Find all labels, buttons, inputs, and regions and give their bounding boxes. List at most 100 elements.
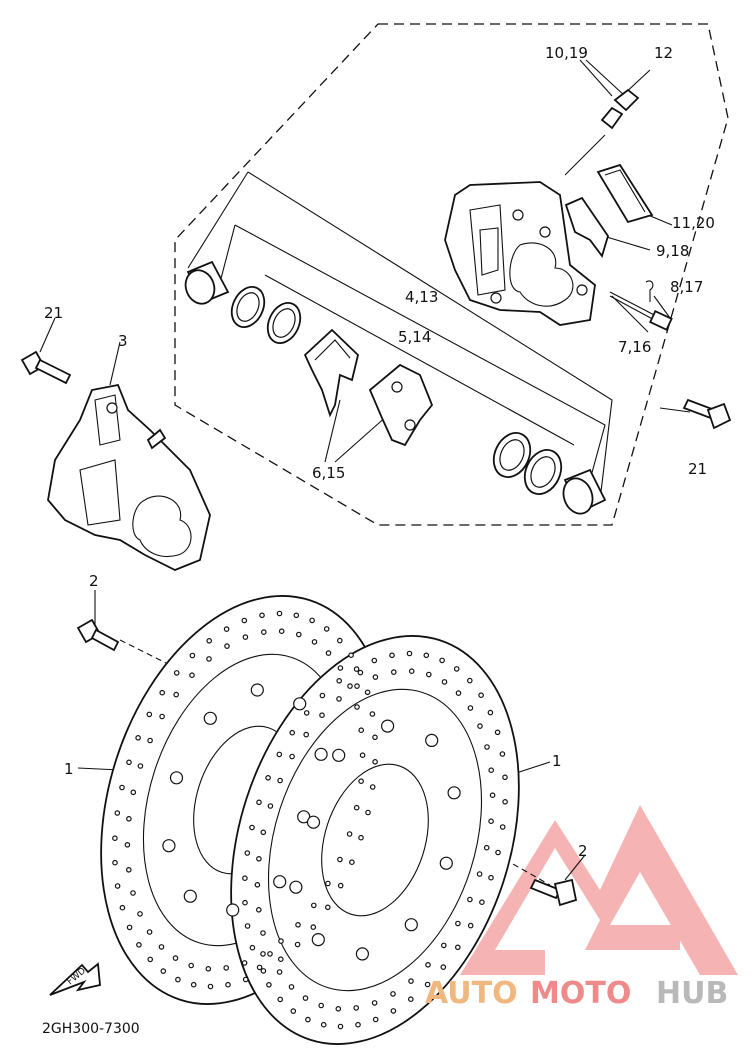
drill-hole <box>260 629 267 635</box>
drill-hole <box>126 866 132 873</box>
drill-hole <box>255 906 262 913</box>
drill-hole <box>273 875 287 889</box>
drill-hole <box>242 875 248 882</box>
drill-hole <box>276 610 283 617</box>
drill-hole <box>319 712 325 719</box>
seal-lower-1 <box>492 432 532 478</box>
drill-hole <box>277 777 283 784</box>
drill-hole <box>260 951 266 957</box>
callout-12: 12 <box>654 44 673 62</box>
drill-hole <box>372 734 378 741</box>
drill-hole <box>159 713 165 720</box>
drill-hole <box>478 692 484 699</box>
drill-hole <box>425 961 431 968</box>
drill-hole <box>365 809 371 816</box>
drill-hole <box>189 652 196 659</box>
drill-hole <box>335 1005 342 1012</box>
drill-hole <box>404 918 418 932</box>
drill-hole <box>226 903 240 917</box>
pad-spring-9-18 <box>564 196 609 258</box>
drill-hole <box>289 753 295 760</box>
drill-hole <box>203 711 217 725</box>
drill-hole <box>337 665 344 671</box>
caliper-assembly-right <box>444 181 596 326</box>
bleed-screw <box>600 88 640 130</box>
drill-hole <box>289 729 296 736</box>
drill-hole <box>302 995 309 1001</box>
drill-hole <box>162 839 176 853</box>
kit-boundary <box>174 23 729 526</box>
drill-hole <box>311 932 325 947</box>
drill-hole <box>495 849 501 856</box>
bolt-21-right <box>682 398 732 430</box>
drill-hole <box>349 859 355 866</box>
caliper-3-left <box>47 383 211 571</box>
drill-hole <box>242 899 248 906</box>
drill-hole <box>372 1016 379 1023</box>
drill-hole <box>311 639 318 645</box>
drill-hole <box>224 643 230 649</box>
drill-hole <box>353 666 360 672</box>
drill-hole <box>173 670 180 676</box>
drill-hole <box>241 617 248 624</box>
drill-hole <box>173 691 180 698</box>
drill-hole <box>137 763 144 769</box>
drill-hole <box>425 671 432 678</box>
drill-hole <box>130 789 137 796</box>
drill-hole <box>188 962 195 969</box>
brake-disc-right <box>230 635 520 1045</box>
drill-hole <box>259 612 265 619</box>
drill-hole <box>425 733 439 748</box>
piston-4-13-lower <box>562 468 607 515</box>
drill-hole <box>294 941 301 948</box>
drill-hole <box>346 831 353 837</box>
watermark-hub: HUB <box>656 976 728 1011</box>
drill-hole <box>119 904 126 911</box>
drill-hole <box>256 964 263 971</box>
drill-hole <box>354 704 360 710</box>
drill-hole <box>408 668 415 675</box>
watermark-moto: MOTO <box>530 976 631 1011</box>
drill-hole <box>244 923 251 929</box>
clip-8-17 <box>645 280 654 302</box>
drill-hole <box>303 731 310 738</box>
drill-hole <box>183 889 197 903</box>
drill-hole <box>114 883 121 889</box>
drill-hole <box>205 965 212 972</box>
callout-10-19: 10,19 <box>545 44 588 62</box>
drill-hole <box>242 976 249 983</box>
drill-hole <box>206 656 212 662</box>
drill-hole <box>249 944 256 951</box>
drill-hole <box>249 824 255 831</box>
drill-hole <box>488 767 495 774</box>
drill-hole <box>358 778 364 785</box>
drill-hole <box>189 672 195 679</box>
bolt-21-left <box>20 350 72 385</box>
drill-hole <box>372 758 378 765</box>
drill-hole <box>358 834 364 841</box>
drill-hole <box>453 666 460 672</box>
drill-hole <box>369 711 376 717</box>
drill-hole <box>440 942 447 949</box>
callout-4-13: 4,13 <box>405 288 438 306</box>
drill-hole <box>467 705 474 711</box>
drill-hole <box>325 650 332 656</box>
drill-hole <box>483 844 490 851</box>
drill-hole <box>487 709 494 716</box>
drill-hole <box>124 841 131 848</box>
drill-hole <box>467 896 473 903</box>
drill-hole <box>256 855 262 862</box>
fwd-arrow-icon: FWD <box>49 962 101 996</box>
drill-hole <box>310 924 317 930</box>
pad-shim-11-20 <box>596 163 654 224</box>
drill-hole <box>466 677 473 684</box>
callout-7-16: 7,16 <box>618 338 651 356</box>
callout-11-20: 11,20 <box>672 214 715 232</box>
drill-hole <box>137 911 143 917</box>
drill-hole <box>190 981 197 988</box>
callout-2-right: 2 <box>578 842 588 860</box>
drill-hole <box>265 774 271 781</box>
catalog-code: 2GH300-7300 <box>42 1021 140 1037</box>
callout-8-17: 8,17 <box>670 278 703 296</box>
